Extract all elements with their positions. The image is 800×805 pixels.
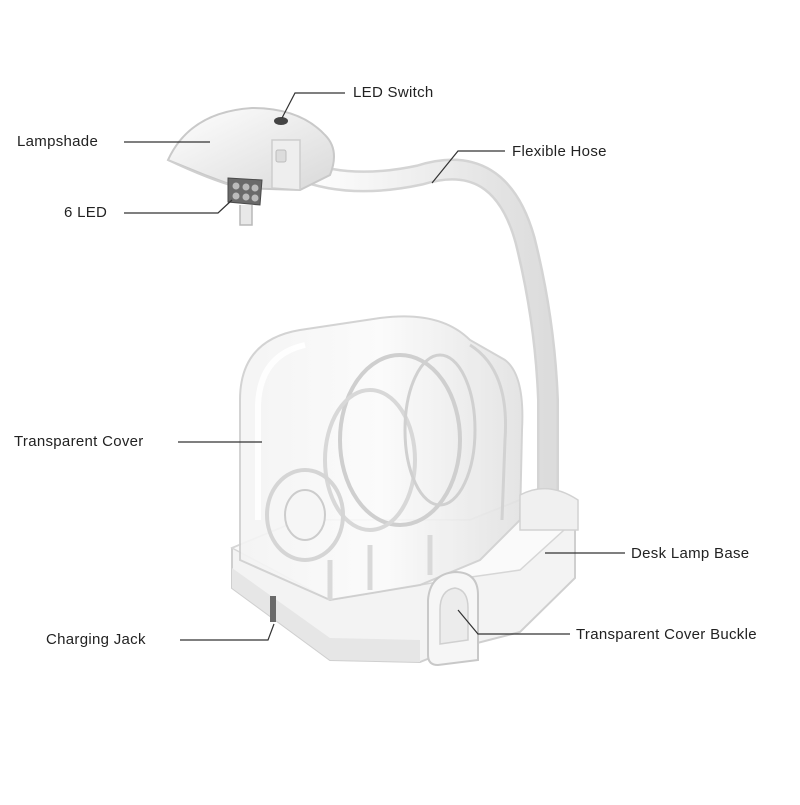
leader-lines (124, 92, 625, 641)
leader-transparent-cover-buckle (457, 609, 570, 635)
transparent-cover-buckle (427, 570, 479, 667)
label-transparent-cover: Transparent Cover (14, 433, 144, 450)
leader-six-led (124, 199, 233, 214)
label-transparent-cover-buckle: Transparent Cover Buckle (576, 626, 757, 643)
six-led-module (227, 177, 263, 226)
flexible-hose (289, 158, 579, 531)
transparent-cover (239, 315, 524, 602)
led-switch-button (274, 117, 288, 125)
leader-charging-jack (180, 623, 275, 641)
label-desk-lamp-base: Desk Lamp Base (631, 545, 750, 562)
label-led-switch: LED Switch (353, 84, 434, 101)
lampshade (166, 106, 335, 192)
leader-flexible-hose (431, 150, 505, 184)
label-flexible-hose: Flexible Hose (512, 143, 607, 160)
leader-led-switch (281, 92, 345, 119)
label-lampshade: Lampshade (17, 133, 99, 150)
label-six-led: 6 LED (64, 204, 108, 221)
label-charging-jack: Charging Jack (46, 631, 146, 648)
charging-jack-port (270, 596, 276, 622)
